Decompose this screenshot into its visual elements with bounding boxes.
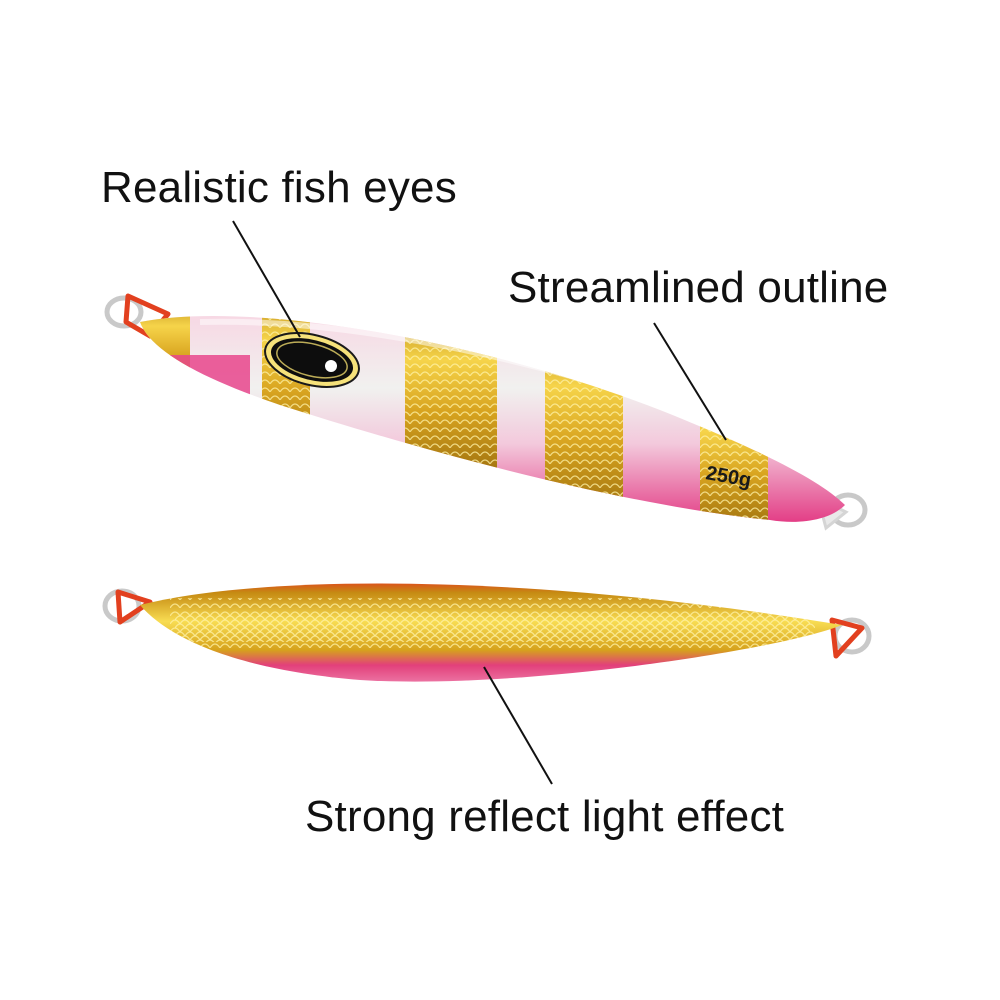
- lower-rear-eyelet: [115, 589, 153, 625]
- gold-band: [545, 320, 623, 522]
- eyes-leader-line: [232, 220, 301, 338]
- callout-realistic-fish-eyes: Realistic fish eyes: [101, 163, 457, 212]
- gold-band: [405, 315, 497, 500]
- upper-lure: 250g: [104, 293, 868, 531]
- upper-rear-ring: [104, 295, 144, 329]
- reflect-leader-line: [483, 666, 553, 785]
- outline-leader-line: [653, 322, 727, 441]
- fish-eye: [264, 332, 360, 388]
- lower-front-eyelet: [829, 617, 865, 659]
- callout-streamlined-outline: Streamlined outline: [508, 263, 889, 312]
- lower-lure-body: [140, 583, 842, 682]
- callout-strong-reflect-light-effect: Strong reflect light effect: [305, 792, 785, 841]
